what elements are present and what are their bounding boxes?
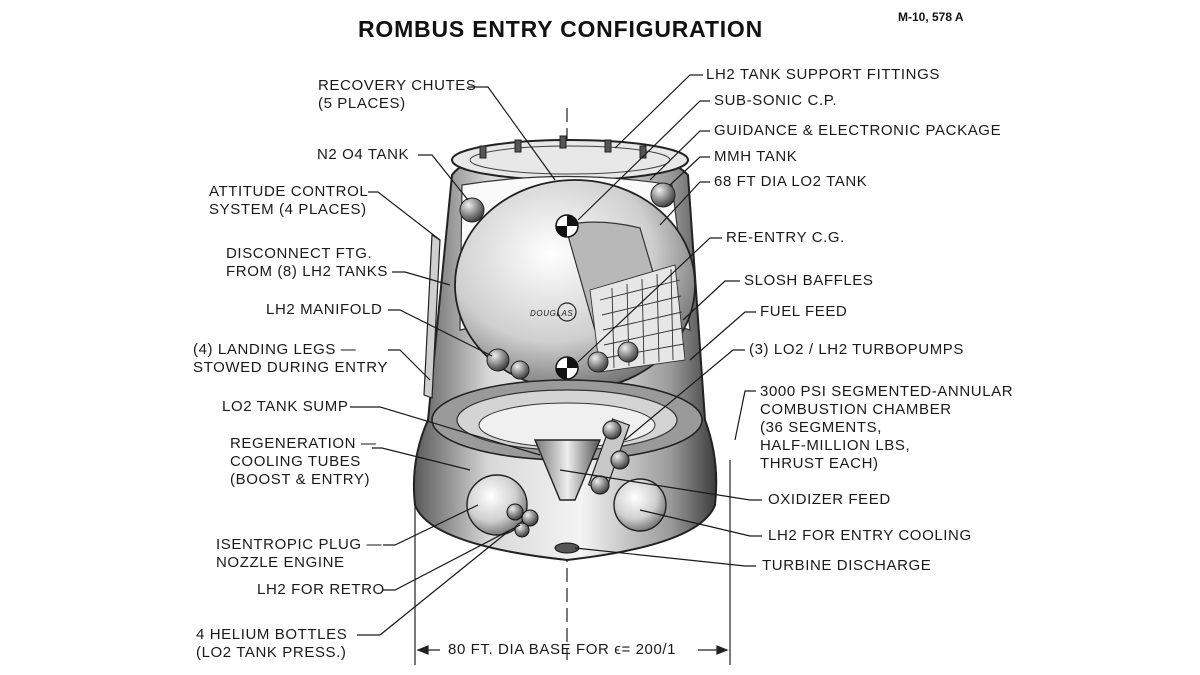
label-lh2-tank-support-fittings: LH2 TANK SUPPORT FITTINGS: [706, 66, 940, 83]
document-id: M-10, 578 A: [898, 10, 964, 24]
lh2-manifold-spheres: [486, 341, 639, 380]
label-turbine-discharge: TURBINE DISCHARGE: [762, 557, 932, 574]
leader-lines: [350, 74, 762, 636]
lh2-tank-support-fittings: [479, 135, 647, 159]
base-dimension-arrows: [416, 645, 729, 655]
label-n2o4-tank: N2 O4 TANK: [317, 146, 410, 163]
label-helium-bottles: 4 HELIUM BOTTLES (LO2 TANK PRESS.): [196, 626, 348, 661]
base-dimension-extension-lines: [414, 460, 731, 665]
mmh-tank: [650, 182, 676, 208]
helium-bottles: [506, 503, 539, 538]
label-mmh-tank: MMH TANK: [714, 148, 798, 165]
label-lh2-manifold: LH2 MANIFOLD: [266, 301, 383, 318]
base-dimension-label: 80 FT. DIA BASE FOR ϵ= 200/1: [448, 641, 677, 658]
n2o4-tank: [459, 197, 485, 223]
douglas-marking: DOUGLAS: [530, 309, 574, 318]
label-lh2-entry-cooling: LH2 FOR ENTRY COOLING: [768, 527, 972, 544]
lo2-tank-sump: [533, 439, 602, 501]
label-fuel-feed: FUEL FEED: [760, 303, 848, 320]
label-lo2-tank-sump: LO2 TANK SUMP: [222, 398, 349, 415]
label-reentry-cg: RE-ENTRY C.G.: [726, 229, 845, 246]
label-slosh-baffles: SLOSH BAFFLES: [744, 272, 874, 289]
label-recovery-chutes: RECOVERY CHUTES (5 PLACES): [318, 77, 477, 112]
reentry-cg-marker: [555, 356, 579, 380]
label-subsonic-cp: SUB-SONIC C.P.: [714, 92, 838, 109]
label-attitude-control: ATTITUDE CONTROL SYSTEM (4 PLACES): [209, 183, 369, 218]
label-regeneration-tubes: REGENERATION — COOLING TUBES (BOOST & EN…: [230, 435, 377, 488]
label-lo2-tank: 68 FT DIA LO2 TANK: [714, 173, 868, 190]
label-lh2-for-retro: LH2 FOR RETRO: [257, 581, 385, 598]
lh2-retro-tank: [466, 474, 528, 536]
subsonic-cp-marker: [555, 214, 579, 238]
label-combustion-chamber: 3000 PSI SEGMENTED-ANNULAR COMBUSTION CH…: [760, 383, 1014, 472]
label-oxidizer-feed: OXIDIZER FEED: [768, 491, 891, 508]
label-isentropic-plug: ISENTROPIC PLUG — NOZZLE ENGINE: [216, 536, 383, 571]
label-disconnect-fitting: DISCONNECT FTG. FROM (8) LH2 TANKS: [226, 245, 388, 280]
entry-cooling-tank: [613, 478, 667, 532]
label-turbopumps: (3) LO2 / LH2 TURBOPUMPS: [749, 341, 965, 358]
diagram-title: ROMBUS ENTRY CONFIGURATION: [358, 16, 763, 42]
douglas-marker: [557, 302, 577, 322]
label-guidance-package: GUIDANCE & ELECTRONIC PACKAGE: [714, 122, 1002, 139]
label-landing-legs: (4) LANDING LEGS — STOWED DURING ENTRY: [193, 341, 389, 376]
